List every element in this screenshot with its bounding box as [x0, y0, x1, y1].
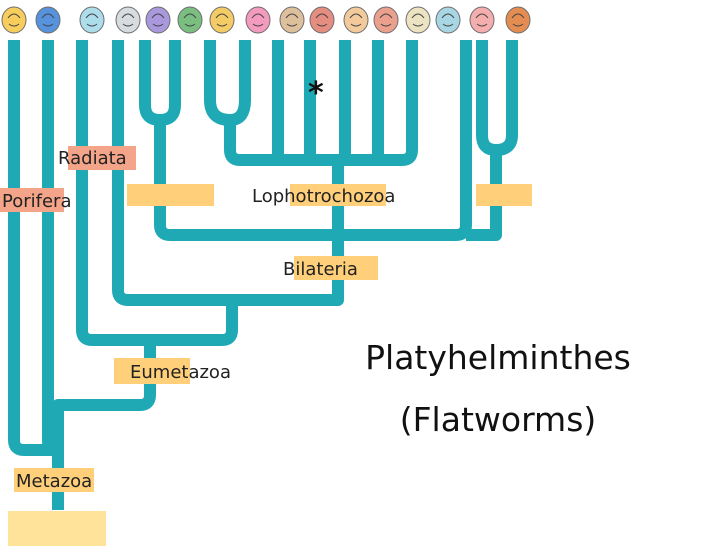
branch-lophotrochozoa	[224, 120, 344, 235]
roundworm-icon	[469, 6, 495, 34]
snail-icon	[343, 6, 369, 34]
branch-protostome-comb	[170, 40, 472, 241]
branch-deuterostome-stem	[154, 120, 171, 241]
title-line-2: (Flatworms)	[399, 400, 597, 439]
branch-lopho-fork-1	[204, 40, 251, 126]
clam-icon	[405, 6, 431, 34]
salamander-icon	[177, 6, 203, 34]
rotifer-icon	[309, 6, 335, 34]
highlight-root	[8, 511, 106, 546]
annelid-icon	[245, 6, 271, 34]
highlight-lophotrochozoa	[290, 184, 386, 206]
branch-eumetazoa-right	[144, 300, 238, 380]
branch-bilateria-left	[112, 40, 232, 306]
branch-radiata-stem	[76, 40, 156, 380]
highlight-radiata	[68, 146, 136, 170]
label-metazoa: Metazoa	[16, 471, 93, 492]
branch-ecdysozoa-fork	[476, 40, 518, 156]
earthworm-icon	[373, 6, 399, 34]
branch-deuterostome-fork	[139, 40, 181, 126]
tunicate-icon	[209, 6, 235, 34]
starfish-icon	[145, 6, 171, 34]
sponge-icon	[1, 6, 27, 34]
coral-icon	[35, 6, 61, 34]
asterisk-marker: *	[308, 76, 324, 111]
jellyfish-icon	[79, 6, 105, 34]
crab-icon	[505, 6, 531, 34]
label-eumetazoa: Eumetazoa	[130, 362, 231, 383]
label-bilateria: Bilateria	[283, 259, 358, 280]
branch-lopho-right	[338, 40, 418, 166]
branch-porifera	[8, 40, 58, 456]
branch-radiata-2	[42, 40, 55, 456]
highlight-porifera	[0, 188, 64, 212]
label-lophotrochozoa: Lophotrochozoa	[252, 186, 396, 207]
label-radiata: Radiata	[58, 148, 127, 169]
title-line-1: Platyhelminthes	[365, 338, 631, 377]
branch-ecdysozoa-stem	[466, 150, 502, 241]
nematode-icon	[435, 6, 461, 34]
hydra-icon	[115, 6, 141, 34]
highlight-deuterostome	[127, 184, 214, 206]
highlight-ecdysozoa	[476, 184, 532, 206]
flatworm-icon	[279, 6, 305, 34]
highlight-eumetazoa	[114, 358, 190, 384]
highlight-bilateria	[294, 256, 378, 280]
highlight-metazoa	[14, 468, 94, 492]
label-porifera: Porifera	[2, 191, 72, 212]
branch-metazoa-right	[52, 380, 156, 450]
